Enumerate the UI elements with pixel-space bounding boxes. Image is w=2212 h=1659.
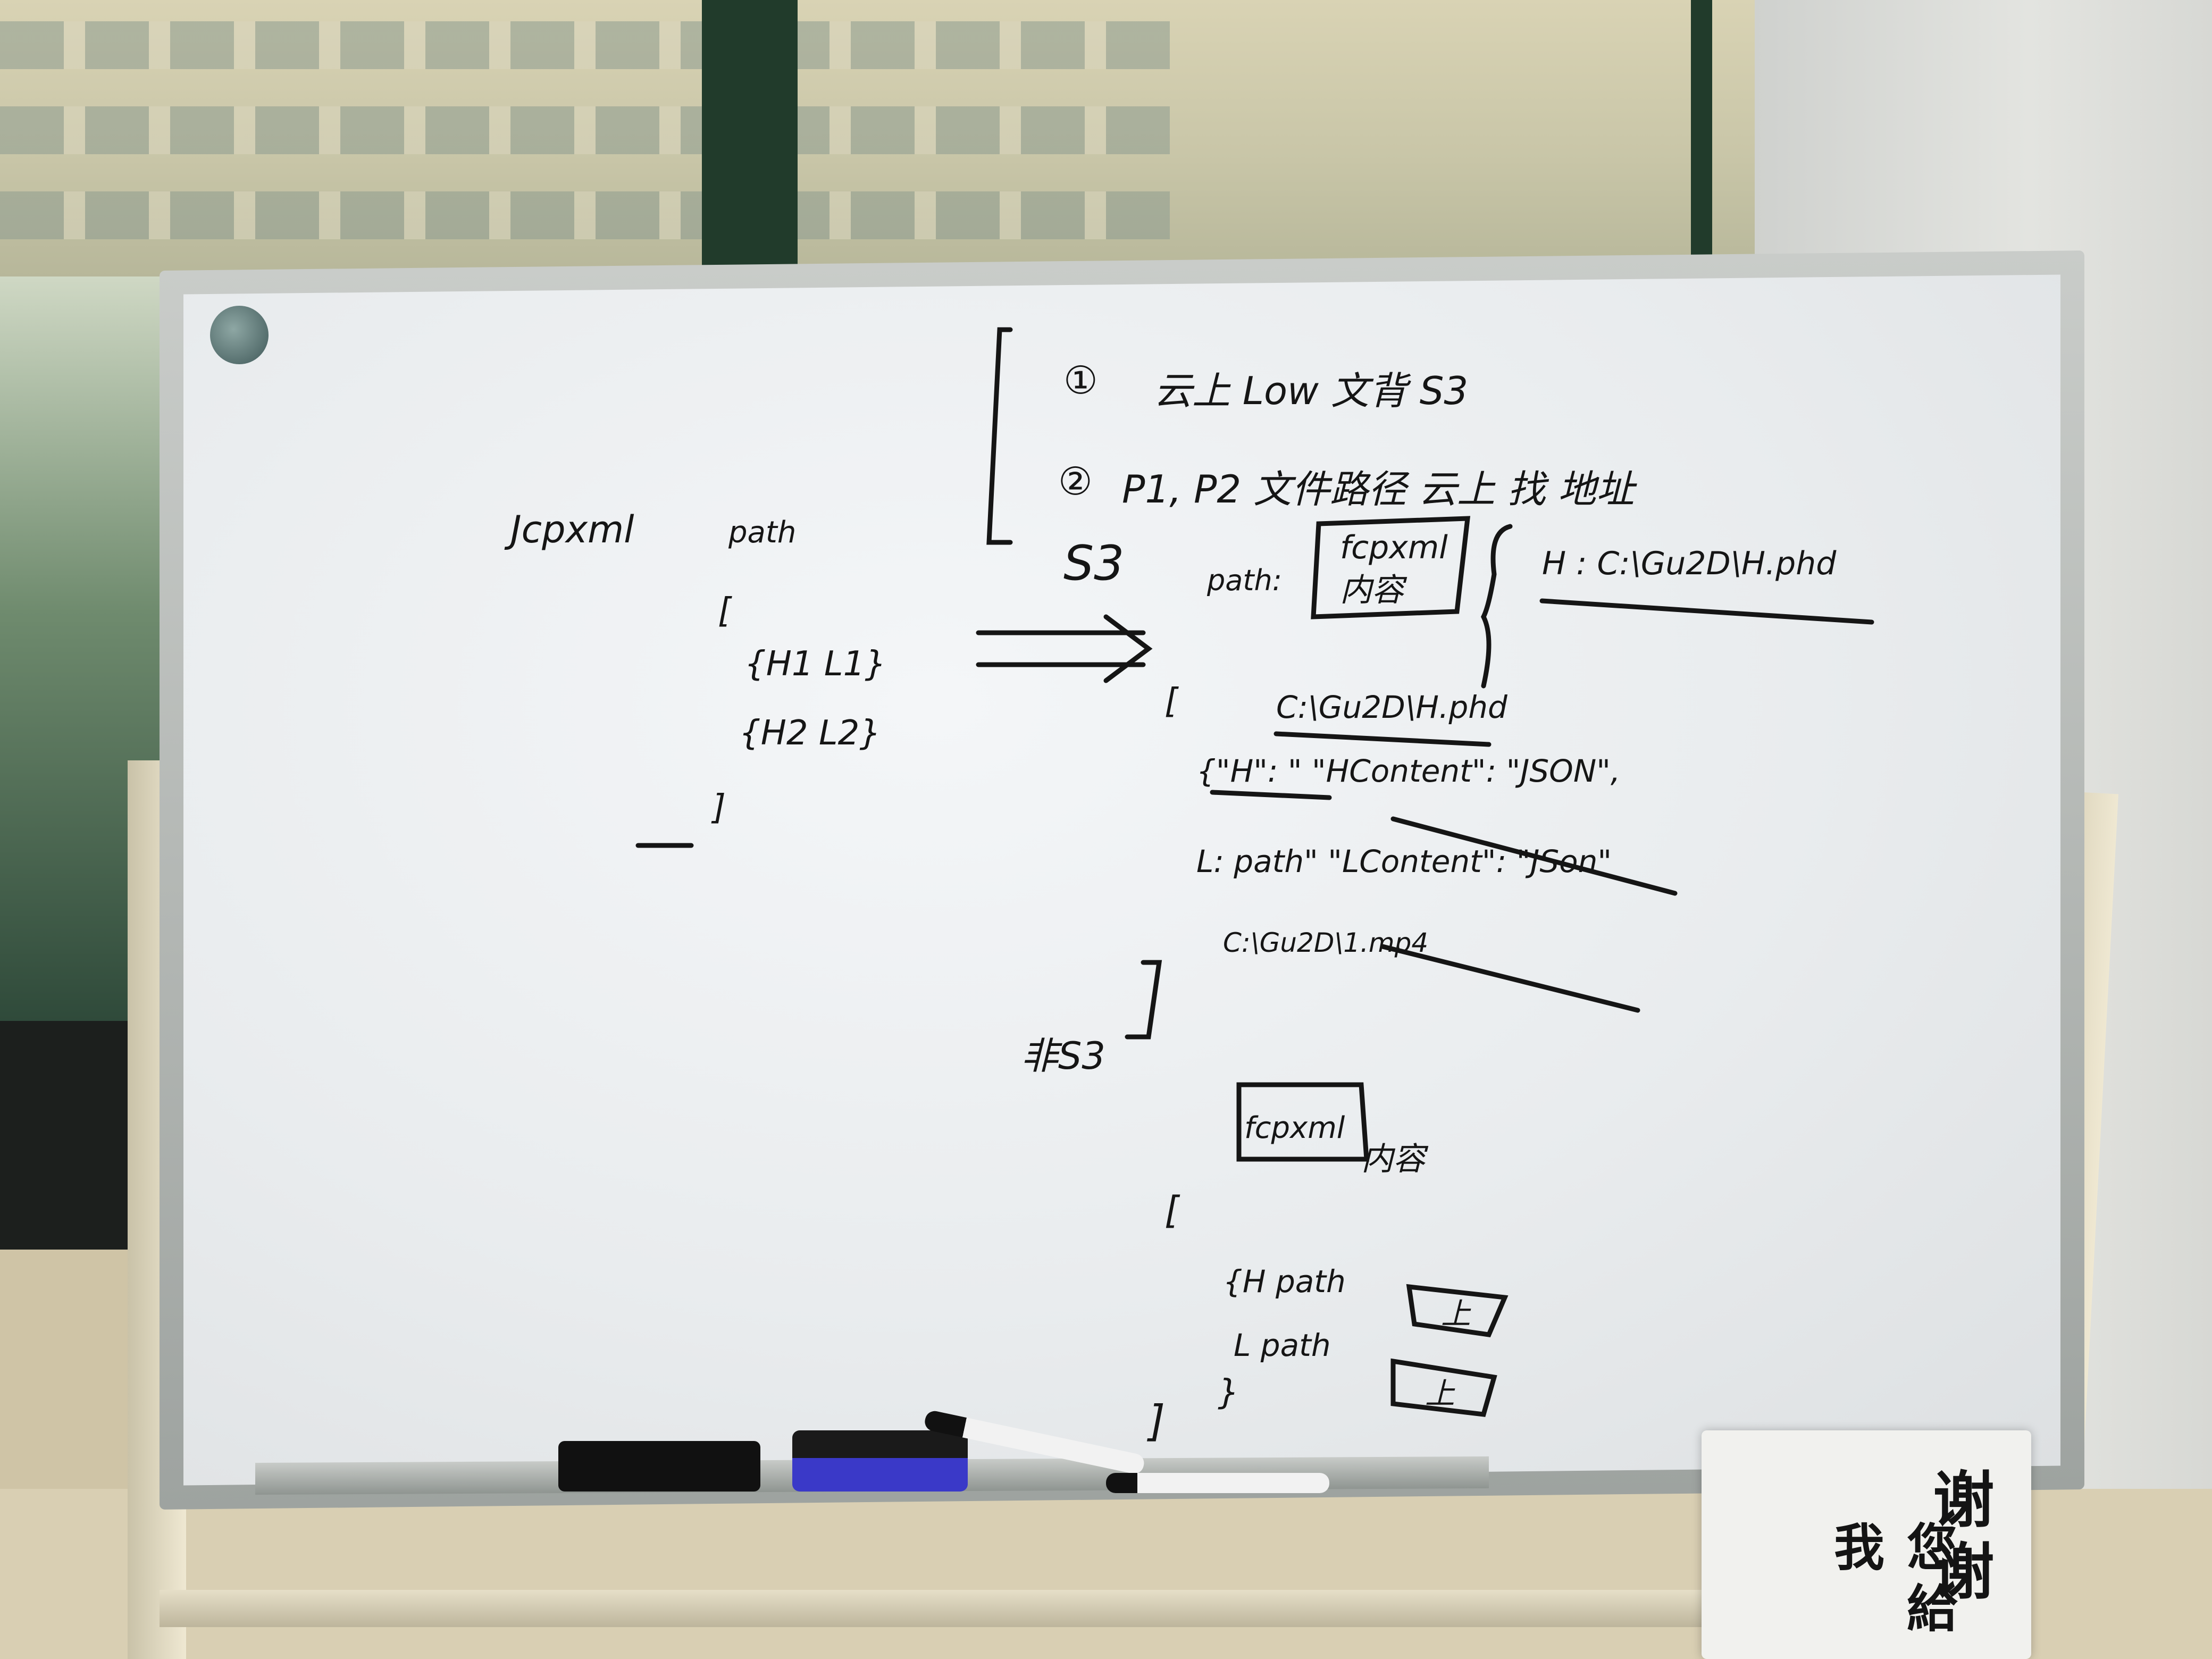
upload-label-2: 上 [1425, 1377, 1455, 1411]
box-stroke [1311, 516, 1471, 619]
upload-label-1: 上 [1441, 1297, 1471, 1331]
bottom-open: [ [1164, 1188, 1180, 1232]
box-line-2: 内容 [1340, 572, 1407, 609]
left-row-2: {H2 L2} [739, 714, 881, 753]
path-label: path: [1206, 564, 1282, 597]
json-l-line: L: path" "LContent": "JSon" [1196, 843, 1612, 879]
bottom-row-2: L path [1234, 1327, 1331, 1363]
stand-crossbar [160, 1590, 1755, 1627]
underline-stroke [1210, 790, 1332, 800]
left-list-close: ] [711, 788, 726, 827]
bracket-stroke [986, 327, 1013, 545]
arrow-icon [976, 614, 1153, 683]
underline-stroke [1390, 816, 1678, 896]
bottom-row-1: {H path [1223, 1263, 1346, 1300]
bracket-stroke [1125, 960, 1162, 1040]
underline-stroke [1539, 598, 1874, 625]
side-note: 非S3 [1021, 1034, 1105, 1078]
window [0, 0, 1755, 276]
sign-text-col-2: 您給我 [1825, 1521, 1957, 1643]
building-windows [0, 106, 1170, 154]
step-1-text: 云上 Low 文背 S3 [1154, 368, 1468, 413]
building-windows [0, 191, 1170, 239]
json-l-path: C:\Gu2D\1.mp4 [1223, 927, 1428, 958]
step-1-number: ① [1063, 358, 1098, 403]
left-list-open: [ [718, 591, 732, 631]
step-2-text: P1, P2 文件路径 云上 找 地址 [1122, 467, 1638, 512]
bottom-brace: } [1218, 1373, 1239, 1412]
underline-stroke [1380, 944, 1640, 1013]
underline-stroke [1273, 731, 1492, 747]
left-heading-right: path [728, 515, 796, 550]
json-h-path: C:\Gu2D\H.phd [1276, 689, 1508, 725]
window-mullion [702, 0, 798, 276]
bottom-box-text: fcpxml [1244, 1111, 1345, 1145]
box-line-1: fcpxml [1340, 529, 1448, 566]
bottom-after-box: 内容 [1361, 1141, 1429, 1178]
json-h-line: {"H": " "HContent": "JSON", [1196, 753, 1620, 789]
marker-pen [1106, 1473, 1329, 1493]
box-stroke [1236, 1082, 1369, 1162]
upload-box-stroke [1406, 1284, 1509, 1337]
left-row-1: {H1 L1} [744, 644, 886, 684]
blue-eraser [792, 1430, 968, 1492]
upload-box-stroke [1390, 1358, 1497, 1417]
bottom-close: ] [1146, 1396, 1165, 1446]
json-open: [ [1164, 682, 1179, 721]
window-mullion [1691, 0, 1712, 276]
black-eraser [558, 1441, 760, 1492]
step-2-number: ② [1058, 459, 1093, 504]
brace-stroke [1480, 524, 1513, 689]
h-path-text: H : C:\Gu2D\H.phd [1542, 545, 1837, 582]
magnet [210, 306, 269, 364]
left-heading-left: Jcpxml [504, 508, 634, 551]
building-windows [0, 21, 1170, 69]
paper-sign: 谢谢 您給我 [1702, 1430, 2031, 1659]
sign-text-col-1: 谢谢 [1923, 1468, 1995, 1611]
s3-label: S3 [1063, 535, 1124, 591]
